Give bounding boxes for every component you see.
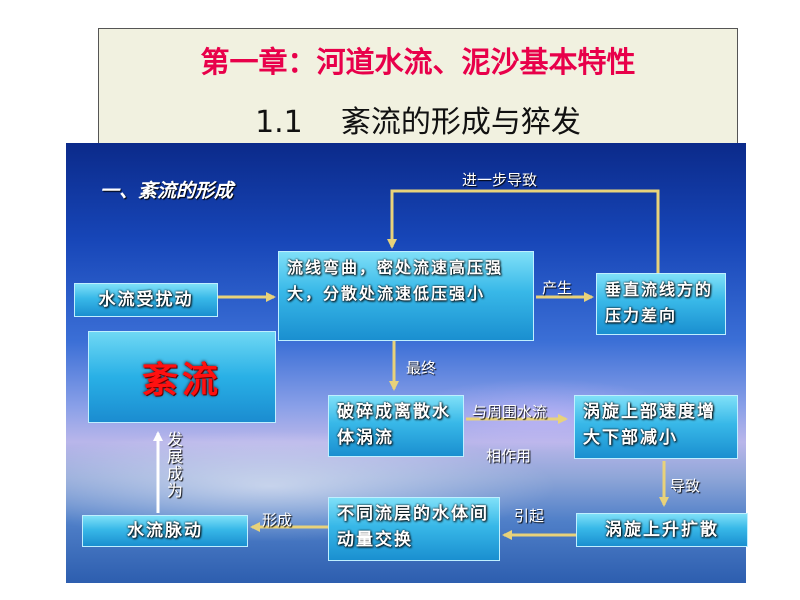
node-turbulence: 紊流	[88, 331, 276, 423]
node-disturbed: 水流受扰动	[74, 283, 218, 317]
node-vortex-rise: 涡旋上升扩散	[576, 513, 748, 547]
page-subtitle: 1.1 紊流的形成与猝发	[255, 105, 581, 140]
page-title: 第一章：河道水流、泥沙基本特性	[200, 45, 636, 79]
title-box: 第一章：河道水流、泥沙基本特性 1.1 紊流的形成与猝发	[98, 28, 738, 144]
node-curved: 流线弯曲，密处流速高压强大，分散处流速低压强小	[278, 251, 534, 341]
node-pressure-diff: 垂直流线方的压力差向	[596, 273, 726, 335]
label-develop: 发展成为	[166, 430, 183, 500]
node-vortex-speed: 涡旋上部速度增大下部减小	[574, 395, 738, 459]
label-interact: 相作用	[486, 447, 532, 465]
arrow-further-loop	[387, 189, 660, 273]
node-pulsation: 水流脉动	[82, 515, 248, 547]
label-further: 进一步导致	[462, 171, 538, 189]
label-with-water: 与周围水流	[472, 403, 548, 421]
label-cause: 引起	[514, 507, 545, 525]
section-title: 一、紊流的形成	[100, 180, 234, 202]
diagram-canvas: 一、紊流的形成	[66, 143, 748, 583]
label-lead: 导致	[670, 477, 701, 495]
node-momentum: 不同流层的水体间动量交换	[328, 497, 500, 561]
label-form: 形成	[262, 511, 293, 529]
label-produce: 产生	[542, 279, 573, 297]
node-broken: 破碎成离散水体涡流	[328, 395, 464, 457]
diagram-arrows	[153, 189, 669, 540]
label-finally: 最终	[406, 359, 437, 377]
